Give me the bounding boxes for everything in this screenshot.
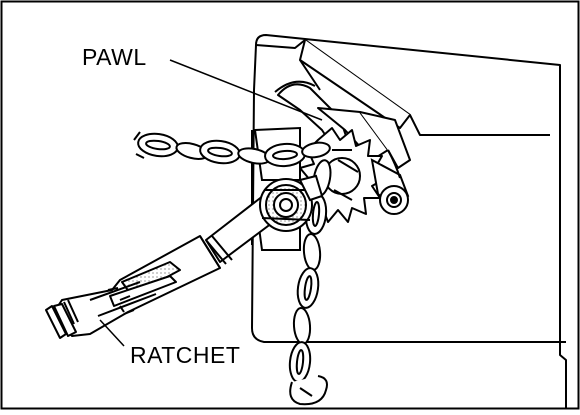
ratchet-leader-line — [99, 319, 125, 347]
pawl-callout: PAWL — [82, 44, 147, 70]
chain-vertical — [288, 159, 332, 406]
ratchet-callout: RATCHET — [130, 342, 241, 368]
ratchet-head — [259, 174, 324, 232]
roller-pin — [370, 149, 410, 215]
chain-horizontal — [133, 131, 331, 168]
leader-lines — [99, 59, 323, 347]
pawl-leader-line — [169, 59, 323, 121]
